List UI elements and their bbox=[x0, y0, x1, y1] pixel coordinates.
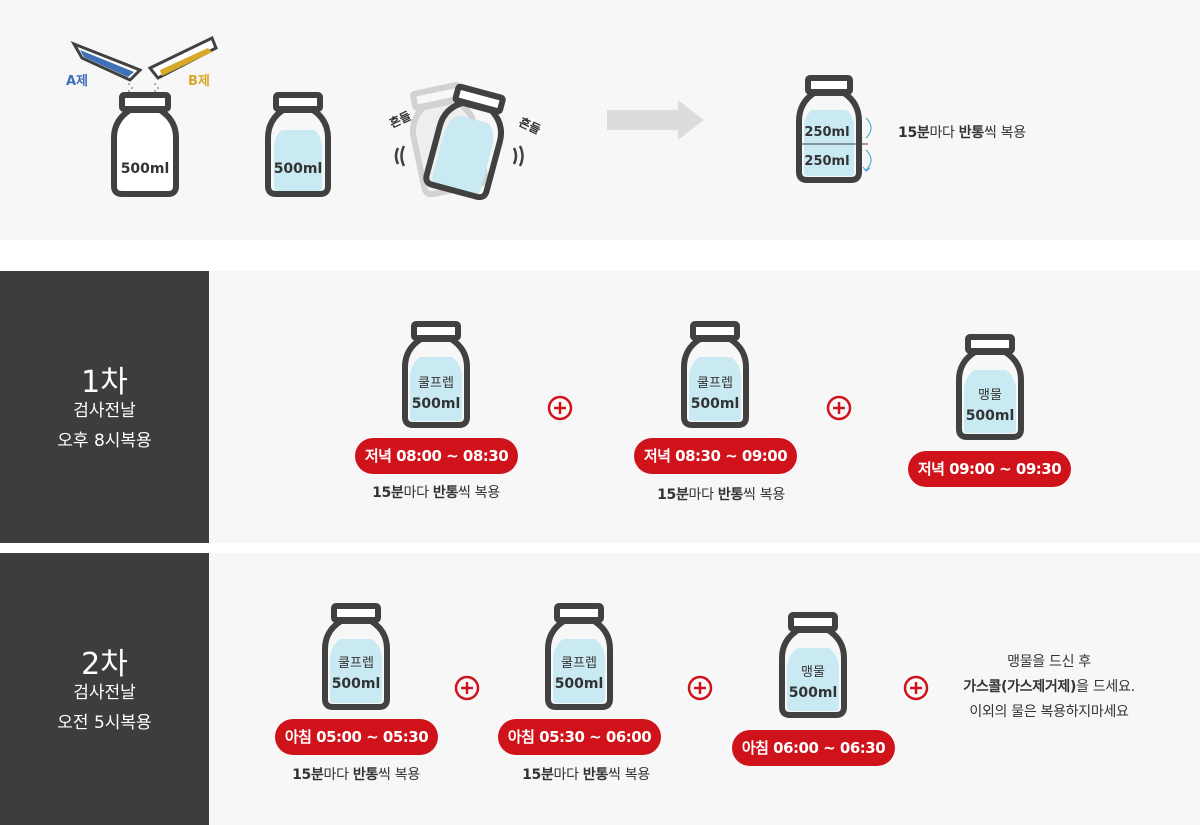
plus-icon bbox=[454, 675, 480, 701]
round-2-title: 2차 bbox=[81, 647, 128, 682]
item-2-volume: 500ml bbox=[691, 396, 740, 412]
final-line-2: 가스콜(가스제거제)을 드세요. bbox=[963, 679, 1135, 695]
shake-motion-left-icon bbox=[394, 145, 406, 167]
final-instruction: 맹물을 드신 후 가스콜(가스제거제)을 드세요. 이외의 물은 복용하지마세요 bbox=[929, 650, 1169, 725]
item-2-name: 쿨프렙 bbox=[697, 376, 733, 391]
item-1-volume: 500ml bbox=[412, 396, 461, 412]
round-1-subtitle-2: 오후 8시복용 bbox=[57, 431, 152, 451]
item-4-volume: 500ml bbox=[332, 676, 381, 692]
coolprep-bottle-icon bbox=[322, 603, 390, 710]
water-bottle-icon bbox=[956, 334, 1024, 440]
shake-motion-right-icon bbox=[512, 145, 524, 167]
water-bottle-icon bbox=[779, 612, 847, 718]
final-line-3: 이외의 물은 복용하지마세요 bbox=[969, 704, 1129, 720]
item-5-volume: 500ml bbox=[555, 676, 604, 692]
item-6-name: 맹물 bbox=[801, 665, 825, 680]
coolprep-bottle-icon bbox=[681, 321, 749, 428]
time-badge-2: 저녁 08:30 ~ 09:00 bbox=[634, 438, 797, 474]
item-4-name: 쿨프렙 bbox=[338, 656, 374, 671]
round-1-bottles: 쿨프렙 500ml 쿨프렙 500ml 맹물 500ml bbox=[402, 321, 1024, 440]
shaking-bottle-icon bbox=[423, 83, 506, 201]
round-2-bottles: 쿨프렙 500ml 쿨프렙 500ml 맹물 500ml bbox=[322, 603, 929, 718]
dosage-note-4: 15분마다 반통씩 복용 bbox=[522, 767, 650, 783]
round-1-title: 1차 bbox=[81, 365, 128, 400]
split-arrows-icon bbox=[862, 117, 872, 172]
round-1: 1차 검사전날 오후 8시복용 쿨프렙 500ml 쿨프렙 500ml 맹물 5… bbox=[0, 271, 1200, 543]
shake-label-right: 흔들 bbox=[517, 114, 543, 137]
round-2-subtitle-1: 검사전날 bbox=[73, 683, 136, 703]
bottle1-volume: 500ml bbox=[121, 161, 170, 177]
dosage-note-1: 15분마다 반통씩 복용 bbox=[372, 485, 500, 501]
plus-icon bbox=[547, 395, 573, 421]
empty-bottle-icon bbox=[111, 92, 179, 197]
item-3-volume: 500ml bbox=[966, 408, 1015, 424]
plus-icon bbox=[687, 675, 713, 701]
mixing-illustration: A제 B제 500ml 500ml bbox=[66, 35, 872, 201]
item-6-volume: 500ml bbox=[789, 685, 838, 701]
water-bottle-icon bbox=[265, 92, 331, 197]
split-top-volume: 250ml bbox=[804, 125, 849, 140]
mixing-instructions: A제 B제 500ml 500ml bbox=[0, 0, 1200, 240]
arrow-right-icon bbox=[607, 100, 704, 140]
item-1-name: 쿨프렙 bbox=[418, 376, 454, 391]
round-1-subtitle-1: 검사전날 bbox=[73, 401, 136, 421]
plus-icon bbox=[826, 395, 852, 421]
split-dosage-note: 15분마다 반통씩 복용 bbox=[898, 125, 1026, 141]
split-bottle-icon bbox=[796, 75, 868, 183]
final-line-1: 맹물을 드신 후 bbox=[1007, 654, 1091, 670]
time-badge-4: 아침 05:00 ~ 05:30 bbox=[275, 719, 438, 755]
dosage-note-2: 15분마다 반통씩 복용 bbox=[657, 487, 785, 503]
shake-label-left: 흔들 bbox=[387, 108, 413, 131]
round-2-sidebar: 2차 검사전날 오전 5시복용 bbox=[0, 553, 209, 825]
coolprep-bottle-icon bbox=[402, 321, 470, 428]
time-badge-3: 저녁 09:00 ~ 09:30 bbox=[908, 451, 1071, 487]
packet-b-icon bbox=[147, 35, 218, 80]
label-a: A제 bbox=[66, 74, 88, 89]
round-1-sidebar: 1차 검사전날 오후 8시복용 bbox=[0, 271, 209, 543]
bottle2-volume: 500ml bbox=[274, 161, 323, 177]
label-b: B제 bbox=[188, 74, 210, 89]
item-3-name: 맹물 bbox=[978, 388, 1002, 403]
plus-icon bbox=[903, 675, 929, 701]
round-2: 2차 검사전날 오전 5시복용 쿨프렙 500ml 쿨프렙 500ml 맹물 5… bbox=[0, 553, 1200, 825]
time-badge-1: 저녁 08:00 ~ 08:30 bbox=[355, 438, 518, 474]
dosage-note-3: 15분마다 반통씩 복용 bbox=[292, 767, 420, 783]
split-bottom-volume: 250ml bbox=[804, 154, 849, 169]
powder-dots-icon bbox=[128, 83, 159, 92]
time-badge-5: 아침 05:30 ~ 06:00 bbox=[498, 719, 661, 755]
packet-a-icon bbox=[70, 41, 143, 82]
coolprep-bottle-icon bbox=[545, 603, 613, 710]
time-badge-6: 아침 06:00 ~ 06:30 bbox=[732, 730, 895, 766]
round-2-subtitle-2: 오전 5시복용 bbox=[57, 713, 152, 733]
item-5-name: 쿨프렙 bbox=[561, 656, 597, 671]
